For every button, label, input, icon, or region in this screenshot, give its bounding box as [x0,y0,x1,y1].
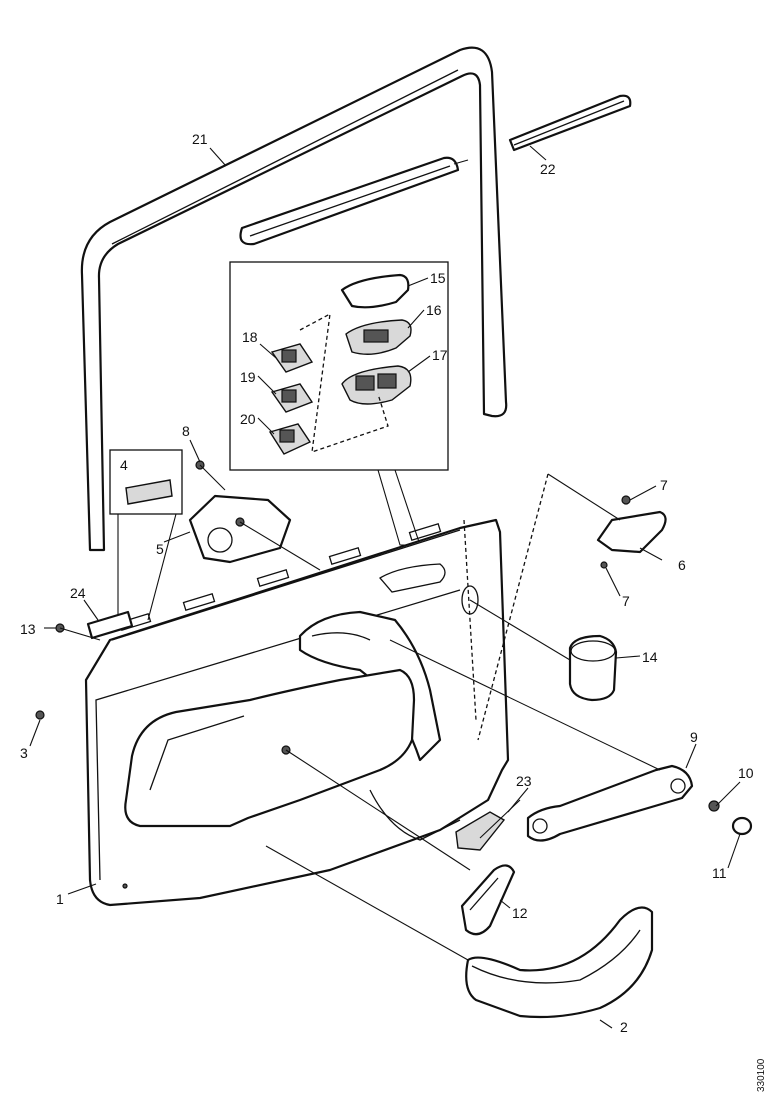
window-channel-strip [239,156,469,246]
pull-handle-strap [389,639,694,842]
callout-9: 9 [690,729,698,745]
inner-release-handle [285,749,516,936]
callout-6: 6 [678,557,686,573]
callout-13: 13 [20,621,36,637]
callout-17: 17 [432,347,448,363]
callout-7a: 7 [660,477,668,493]
document-id: 330100 [756,1058,767,1092]
clip-part [125,479,173,505]
callout-18: 18 [242,329,258,345]
switch-cover [340,273,410,309]
callout-11: 11 [712,865,727,881]
callout-12: 12 [512,905,528,921]
speaker-cover [469,599,618,702]
callout-7b: 7 [622,593,630,609]
switch-inset-frame [229,261,449,546]
window-switch-pair [341,365,412,405]
callout-22: 22 [540,161,556,177]
callout-16: 16 [426,302,442,318]
callout-14: 14 [642,649,658,665]
callout-23: 23 [516,773,532,789]
callout-24: 24 [70,585,86,601]
callout-21: 21 [192,131,208,147]
door-trim-panel [84,473,549,907]
callout-8: 8 [182,423,190,439]
callout-10: 10 [738,765,754,781]
clip-and-screw [35,610,134,720]
mounting-bracket [547,473,667,569]
callout-1: 1 [56,891,64,907]
armrest [265,845,654,1019]
window-frame-seal [80,46,508,552]
small-part-inset [109,449,183,621]
callout-labels: 1 2 3 4 5 6 7 7 8 9 10 11 12 13 14 15 16… [20,131,754,1035]
callout-5: 5 [156,541,164,557]
outer-belt-strip [508,94,632,152]
speaker-bracket [188,460,321,571]
callout-20: 20 [240,411,256,427]
callout-2: 2 [620,1019,628,1035]
callout-3: 3 [20,745,28,761]
nut-and-cap [708,800,753,836]
callout-4: 4 [120,457,128,473]
callout-leaders [29,145,741,1029]
callout-15: 15 [430,270,446,286]
callout-19: 19 [240,369,256,385]
